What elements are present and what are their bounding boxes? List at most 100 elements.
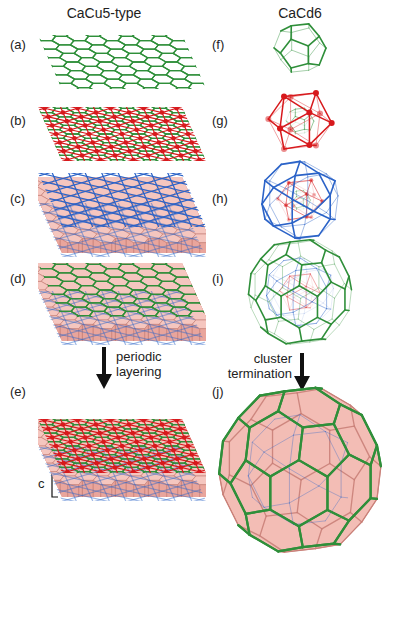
prism-face (210, 286, 214, 314)
prism-face (30, 412, 37, 440)
honeycomb-cell (155, 83, 177, 92)
honeycomb-cell (181, 66, 203, 75)
triangular-net-line (133, 160, 151, 164)
honeycomb-cell (42, 316, 64, 325)
triangular-net-line (140, 100, 144, 109)
prism-face (207, 234, 214, 260)
honeycomb-cell (56, 155, 78, 164)
honeycomb-cell (174, 160, 196, 169)
kagome-line (0, 113, 50, 347)
prism-face (30, 407, 52, 416)
honeycomb-cell (108, 160, 130, 169)
atom-dot (200, 127, 205, 132)
triangular-net-line (90, 168, 105, 172)
triangular-net-line (45, 147, 63, 151)
atom-dot (153, 132, 158, 137)
prism-face (162, 407, 184, 416)
kagome-line (0, 101, 399, 218)
atom-dot (171, 136, 176, 141)
kagome-line (0, 187, 335, 304)
honeycomb-cell (203, 151, 225, 160)
prism-face (26, 273, 37, 297)
triangular-net-line (133, 121, 151, 125)
atom-dot (46, 115, 51, 120)
triangular-net-line (85, 125, 103, 129)
honeycomb-cell (48, 256, 70, 265)
honeycomb-cell (207, 160, 229, 169)
atom-dot (163, 119, 168, 124)
atom-dot (113, 153, 118, 158)
triangular-net-line (41, 138, 59, 142)
kagome-line (0, 180, 388, 297)
atom-dot (150, 162, 155, 167)
prism-face (199, 260, 203, 288)
triangular-net-line (123, 168, 138, 172)
kagome-line (29, 113, 133, 347)
honeycomb-cell (60, 92, 82, 101)
triangular-net-line (166, 160, 184, 164)
kagome-line (0, 154, 343, 271)
honeycomb-cell (188, 311, 210, 320)
prism-face (19, 178, 41, 187)
triangular-net-line (203, 168, 221, 172)
kagome-line (0, 135, 310, 252)
prism-face (221, 311, 225, 339)
kagome-line (0, 129, 384, 246)
triangular-net-line (185, 164, 203, 168)
prism-face (207, 463, 218, 487)
triangular-net-line (173, 100, 191, 104)
kagome-line (128, 201, 232, 435)
kagome-line (0, 83, 100, 317)
kagome-line (0, 272, 362, 389)
honeycomb-cell (162, 95, 184, 104)
prism-face (30, 294, 37, 322)
atom-dot (108, 106, 113, 111)
prism-face (214, 238, 225, 260)
prism-face (27, 281, 49, 290)
atom-dot (120, 132, 125, 137)
honeycomb-cell (108, 316, 130, 325)
atom-dot (68, 127, 73, 132)
triangular-net-line (152, 164, 170, 168)
honeycomb-cell (185, 303, 207, 312)
atom-dot (72, 136, 77, 141)
kagome-line (12, 113, 116, 347)
triangular-net-line (100, 160, 104, 169)
honeycomb-cell (48, 28, 70, 37)
triangular-net-line (96, 113, 114, 117)
triangular-net-line (30, 113, 34, 122)
kagome-line (0, 272, 343, 389)
prism-face (180, 256, 202, 265)
prism-face (192, 437, 214, 446)
honeycomb-cell (188, 155, 210, 164)
honeycomb-cell (185, 75, 207, 84)
honeycomb-cell (34, 71, 56, 80)
triangular-net-line (111, 147, 129, 151)
kagome-line (194, 83, 298, 317)
kagome-line (111, 113, 215, 347)
honeycomb-cell (30, 23, 52, 32)
kagome-line (0, 279, 354, 396)
atom-dot (58, 140, 63, 145)
triangular-net-line (166, 121, 184, 125)
honeycomb-cell (114, 100, 136, 109)
prism-face (188, 429, 210, 438)
kagome-line (0, 64, 399, 181)
honeycomb-cell (122, 83, 144, 92)
kagome-line (0, 189, 199, 306)
prism-face (214, 324, 225, 348)
triangular-net-line (125, 104, 143, 108)
kagome-line (0, 266, 368, 383)
kagome-line (0, 103, 399, 220)
atom-dot (61, 110, 66, 115)
atom-dot (127, 149, 132, 154)
kagome-line (78, 113, 182, 347)
kagome-line (0, 84, 399, 201)
kagome-line (0, 83, 34, 317)
kagome-line (0, 77, 399, 194)
triangular-net-line (137, 168, 155, 172)
prism-face (114, 412, 136, 421)
kagome-line (0, 266, 332, 383)
atom-dot (98, 157, 103, 162)
